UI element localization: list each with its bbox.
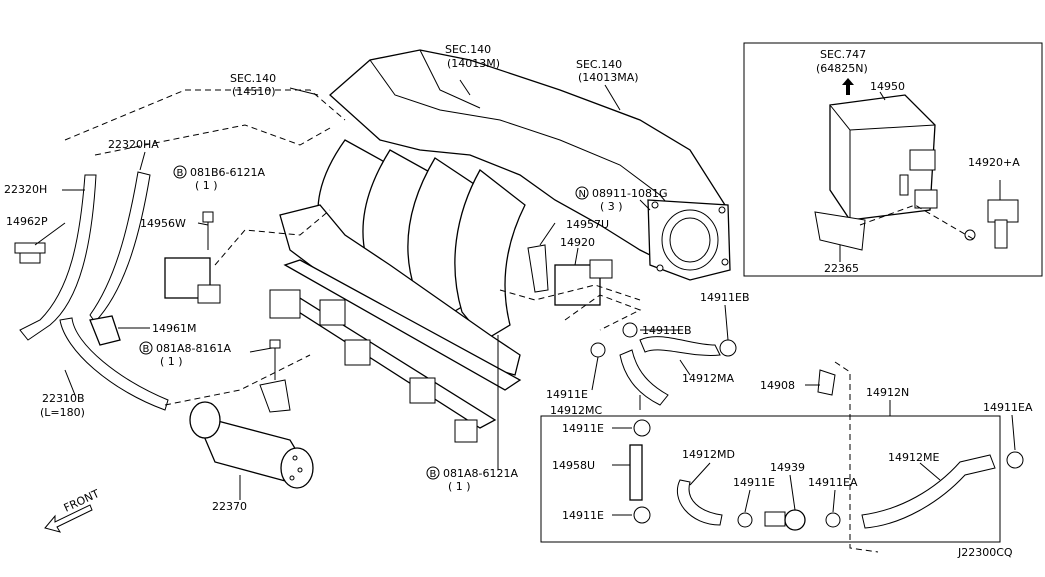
canister-inset-frame bbox=[743, 42, 1043, 277]
canister-22370 bbox=[189, 339, 314, 489]
clip-14961m bbox=[89, 315, 121, 346]
leader-lines bbox=[34, 79, 1016, 516]
part-label-14911eb: 14911EB bbox=[642, 324, 692, 337]
part-label-14912mc: 14912MC bbox=[550, 404, 602, 417]
diagram-code: J22300CQ bbox=[957, 546, 1013, 559]
part-label-14911ea: 14911EA bbox=[983, 401, 1033, 414]
part-label-14939: 14939 bbox=[770, 461, 805, 474]
bolt-number: 08911-1081G bbox=[592, 187, 667, 200]
clamp-14911e-a bbox=[633, 419, 651, 437]
clamp-14911eb bbox=[719, 339, 737, 357]
canister-14950 bbox=[829, 94, 938, 221]
part-label-14956w: 14956W bbox=[140, 217, 186, 230]
clamp-14911e-c bbox=[737, 512, 753, 528]
part-label-22365: 22365 bbox=[824, 262, 859, 275]
part-label-14912ma: 14912MA bbox=[682, 372, 734, 385]
bolt-qty: ( 1 ) bbox=[195, 179, 218, 192]
hose-14912mc bbox=[619, 349, 669, 406]
part-label-14911eb: 14911EB bbox=[700, 291, 750, 304]
dashed-line bbox=[214, 209, 331, 266]
bolt-circle-letter: N bbox=[579, 189, 586, 200]
bolt-qty: ( 1 ) bbox=[160, 355, 183, 368]
part-label-14911e: 14911E bbox=[562, 509, 604, 522]
part-label-22320ha: 22320HA bbox=[108, 138, 159, 151]
part-label-14920a: 14920+A bbox=[968, 156, 1020, 169]
bolt-callout-081b6: B 081B6-6121A ( 1 ) bbox=[173, 165, 266, 192]
bolt-circle-letter: B bbox=[143, 344, 150, 355]
bolt-callout-081a8-8161a: B 081A8-8161A ( 1 ) bbox=[139, 341, 231, 368]
sec140-ref: (14510) bbox=[232, 85, 276, 98]
hose-22320ha bbox=[89, 171, 151, 323]
part-label-14912md: 14912MD bbox=[682, 448, 735, 461]
fuel-rail-assembly bbox=[269, 259, 522, 443]
part-label-14908: 14908 bbox=[760, 379, 795, 392]
dashed-line bbox=[859, 204, 976, 241]
part-label-14961m: 14961M bbox=[152, 322, 196, 335]
sec140-label: SEC.140 bbox=[445, 43, 491, 56]
sec140-ref: (14013MA) bbox=[578, 71, 639, 84]
clamp-14911e-b bbox=[633, 506, 651, 524]
part-label-14912n: 14912N bbox=[866, 386, 909, 399]
clamp-14911ea-lower bbox=[825, 512, 841, 528]
solenoid-14956w bbox=[164, 211, 221, 304]
solenoid-14920 bbox=[527, 244, 613, 306]
part-label-22320h: 22320H bbox=[4, 183, 47, 196]
hose-kit-frame bbox=[540, 415, 1001, 543]
bolt-number: 081B6-6121A bbox=[190, 166, 266, 179]
bolt-number: 081A8-6121A bbox=[443, 467, 518, 480]
clamp-14911ea-right bbox=[1006, 451, 1024, 469]
hose-14912me bbox=[861, 454, 996, 529]
hose-14912ma bbox=[639, 336, 721, 356]
dashed-line bbox=[164, 354, 311, 406]
part-label-14911ea: 14911EA bbox=[808, 476, 858, 489]
sec140-ref: (14013M) bbox=[447, 57, 500, 70]
bolt-qty: ( 1 ) bbox=[448, 480, 471, 493]
bolt-circle-letter: B bbox=[177, 168, 184, 179]
part-label-14962p: 14962P bbox=[6, 215, 48, 228]
arrow-up-icon bbox=[842, 78, 854, 95]
part-label-14911e: 14911E bbox=[546, 388, 588, 401]
part-label-14950: 14950 bbox=[870, 80, 905, 93]
part-label-14957u: 14957U bbox=[566, 218, 609, 231]
part-length: (L=180) bbox=[40, 406, 85, 419]
front-arrow-icon bbox=[44, 504, 93, 533]
part-label-22370: 22370 bbox=[212, 500, 247, 513]
sec747-ref: (64825N) bbox=[816, 62, 868, 75]
bolt-callout-08911: N 08911-1081G ( 3 ) bbox=[575, 186, 667, 213]
sec140-label: SEC.140 bbox=[230, 72, 276, 85]
bracket-14908 bbox=[817, 369, 836, 396]
part-label-22310b: 22310B bbox=[42, 392, 85, 405]
bolt-qty: ( 3 ) bbox=[600, 200, 623, 213]
hose-14912md bbox=[676, 479, 723, 526]
part-label-14911e: 14911E bbox=[733, 476, 775, 489]
part-label-14920: 14920 bbox=[560, 236, 595, 249]
dashed-line bbox=[564, 294, 642, 331]
hose-22320h bbox=[19, 174, 97, 341]
intake-manifold bbox=[279, 49, 731, 376]
valve-14958u bbox=[629, 444, 643, 501]
connector-14939 bbox=[764, 509, 806, 531]
dashed-line bbox=[64, 89, 346, 141]
clamp-14911e-main bbox=[590, 342, 606, 358]
part-label-14958u: 14958U bbox=[552, 459, 595, 472]
solenoid-14920a bbox=[964, 199, 1019, 249]
connector-14962p bbox=[14, 242, 46, 264]
bolt-number: 081A8-8161A bbox=[156, 342, 231, 355]
part-label-14911e: 14911E bbox=[562, 422, 604, 435]
clamp-14911eb-upper bbox=[622, 322, 638, 338]
bracket-22365 bbox=[814, 211, 866, 251]
sec140-label: SEC.140 bbox=[576, 58, 622, 71]
part-label-14912me: 14912ME bbox=[888, 451, 939, 464]
dashed-line bbox=[499, 284, 641, 301]
bolt-circle-letter: B bbox=[430, 469, 437, 480]
sec747-label: SEC.747 bbox=[820, 48, 866, 61]
bolt-callout-081a8-6121a: B 081A8-6121A ( 1 ) bbox=[426, 466, 518, 493]
dashed-line bbox=[94, 124, 331, 156]
